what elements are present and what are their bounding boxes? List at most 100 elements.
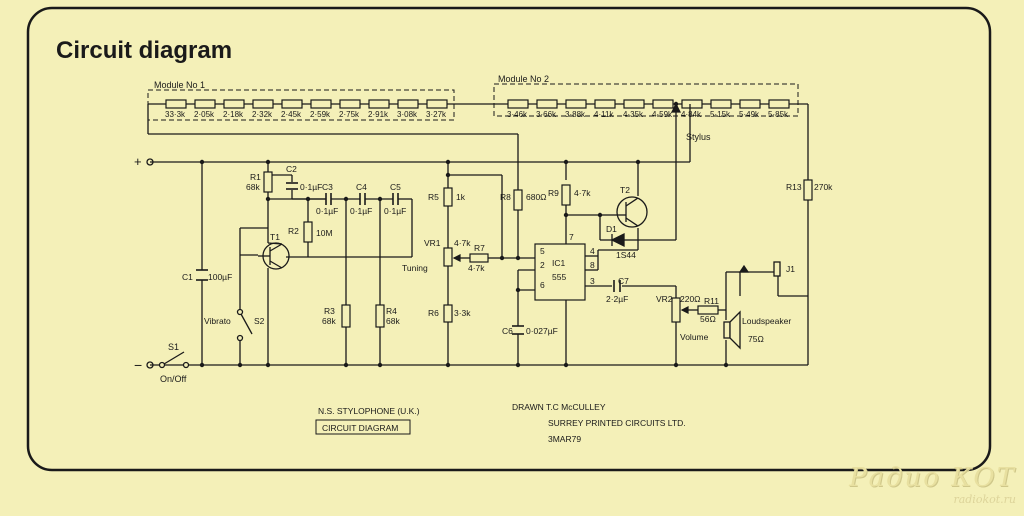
chain-resistor-value: 2·91k bbox=[368, 110, 389, 119]
d1-label: D1 bbox=[606, 224, 617, 234]
chain-resistor bbox=[339, 99, 361, 109]
chain-resistor bbox=[739, 99, 761, 109]
r5-value: 1k bbox=[456, 192, 466, 202]
r2-label: R2 bbox=[288, 226, 299, 236]
chain-resistor-value: 2·45k bbox=[281, 110, 302, 119]
footer-drawn: DRAWN T.C McCULLEY bbox=[512, 402, 606, 412]
t1-transistor bbox=[258, 242, 290, 270]
chain-resistor-value: 2·18k bbox=[223, 110, 244, 119]
vr2-label: VR2 bbox=[656, 294, 673, 304]
t2-transistor bbox=[616, 196, 648, 228]
wiper-arrows bbox=[452, 102, 689, 314]
footer-date: 3MAR79 bbox=[548, 434, 581, 444]
r9-label: R9 bbox=[548, 188, 559, 198]
plus-terminal bbox=[146, 158, 154, 166]
footer-product: N.S. STYLOPHONE (U.K.) bbox=[318, 406, 420, 416]
r1-label: R1 bbox=[250, 172, 261, 182]
c4-value: 0·1µF bbox=[350, 206, 372, 216]
onoff-label: On/Off bbox=[160, 374, 187, 384]
s2-switch bbox=[236, 308, 253, 342]
chain-resistor-value: 5·15k bbox=[710, 110, 731, 119]
chain-resistor bbox=[594, 99, 616, 109]
s1-label: S1 bbox=[168, 342, 179, 352]
ic1-pin4: 4 bbox=[590, 246, 595, 256]
chain-resistor-value: 3·46k bbox=[507, 110, 528, 119]
r3-label: R3 bbox=[324, 306, 335, 316]
chain-resistor-value: 4·35k bbox=[623, 110, 644, 119]
c4-label: C4 bbox=[356, 182, 367, 192]
junctions bbox=[199, 101, 729, 368]
d1-value: 1S44 bbox=[616, 250, 636, 260]
r6-label: R6 bbox=[428, 308, 439, 318]
r4-label: R4 bbox=[386, 306, 397, 316]
c6-value: 0·027µF bbox=[526, 326, 558, 336]
c2-label: C2 bbox=[286, 164, 297, 174]
capacitors bbox=[196, 182, 621, 335]
watermark: Радио КОТ radiokot.ru bbox=[849, 463, 1016, 506]
r5-resistor bbox=[443, 187, 453, 207]
chain-resistor bbox=[310, 99, 332, 109]
r8-resistor bbox=[513, 189, 523, 211]
chain-resistor-value: 2·75k bbox=[339, 110, 360, 119]
chain-resistor-value: 3·08k bbox=[397, 110, 418, 119]
s1-switch bbox=[158, 351, 190, 369]
wiring bbox=[147, 104, 809, 366]
vibrato-label: Vibrato bbox=[204, 316, 231, 326]
module-2-label: Module No 2 bbox=[498, 74, 549, 84]
r5-label: R5 bbox=[428, 192, 439, 202]
chain-resistor bbox=[768, 99, 790, 109]
speaker-value: 75Ω bbox=[748, 334, 764, 344]
ic1-pin6: 6 bbox=[540, 280, 545, 290]
c1-label: C1 bbox=[182, 272, 193, 282]
r3-resistor bbox=[341, 304, 351, 328]
r6-resistor bbox=[443, 304, 453, 323]
r11-resistor bbox=[697, 305, 719, 315]
chain-resistor bbox=[681, 99, 703, 109]
r13-value: 270k bbox=[814, 182, 833, 192]
module-2-box bbox=[493, 83, 799, 117]
chain-resistor-value: 2·59k bbox=[310, 110, 331, 119]
chain-resistor bbox=[710, 99, 732, 109]
chain-resistor-value: 2·05k bbox=[194, 110, 215, 119]
loudspeaker bbox=[723, 310, 741, 350]
chain-resistor-value: 3·27k bbox=[426, 110, 447, 119]
c1-value: 100µF bbox=[208, 272, 232, 282]
chain-resistor bbox=[623, 99, 645, 109]
loudspeaker-label: Loudspeaker bbox=[742, 316, 791, 326]
ic1-label: IC1 bbox=[552, 258, 566, 268]
chain-resistor bbox=[565, 99, 587, 109]
minus-terminal bbox=[146, 361, 154, 369]
footer-company: SURREY PRINTED CIRCUITS LTD. bbox=[548, 418, 686, 428]
chain-resistor-value: 4·84k bbox=[681, 110, 702, 119]
tuning-label: Tuning bbox=[402, 263, 428, 273]
chain-resistor bbox=[223, 99, 245, 109]
chain-resistor-value: 4·11k bbox=[594, 110, 614, 119]
r9-resistor bbox=[561, 184, 571, 206]
r11-label: R11 bbox=[704, 296, 719, 306]
chain-resistor bbox=[368, 99, 390, 109]
t2-label: T2 bbox=[620, 185, 630, 195]
ic1-chip bbox=[534, 243, 586, 301]
r7-label: R7 bbox=[474, 243, 485, 253]
watermark-url: radiokot.ru bbox=[953, 493, 1016, 506]
chain-resistor-value: 5·85k bbox=[768, 110, 789, 119]
r6-value: 3·3k bbox=[454, 308, 471, 318]
r13-label: R13 bbox=[786, 182, 802, 192]
r2-resistor bbox=[303, 221, 313, 243]
vr2-value: 220Ω bbox=[680, 294, 701, 304]
r1-value: 68k bbox=[246, 182, 260, 192]
r7-value: 4·7k bbox=[468, 263, 485, 273]
chain-resistor-value: 3·66k bbox=[536, 110, 557, 119]
c5-value: 0·1µF bbox=[384, 206, 406, 216]
chain-resistor-value: 5·49k bbox=[739, 110, 760, 119]
module-1-label: Module No 1 bbox=[154, 80, 205, 90]
plus-label: + bbox=[134, 154, 142, 169]
watermark-logo: Радио КОТ bbox=[849, 463, 1016, 493]
j1-label: J1 bbox=[786, 264, 795, 274]
chain-resistor bbox=[507, 99, 529, 109]
c5-label: C5 bbox=[390, 182, 401, 192]
r2-value: 10M bbox=[316, 228, 333, 238]
